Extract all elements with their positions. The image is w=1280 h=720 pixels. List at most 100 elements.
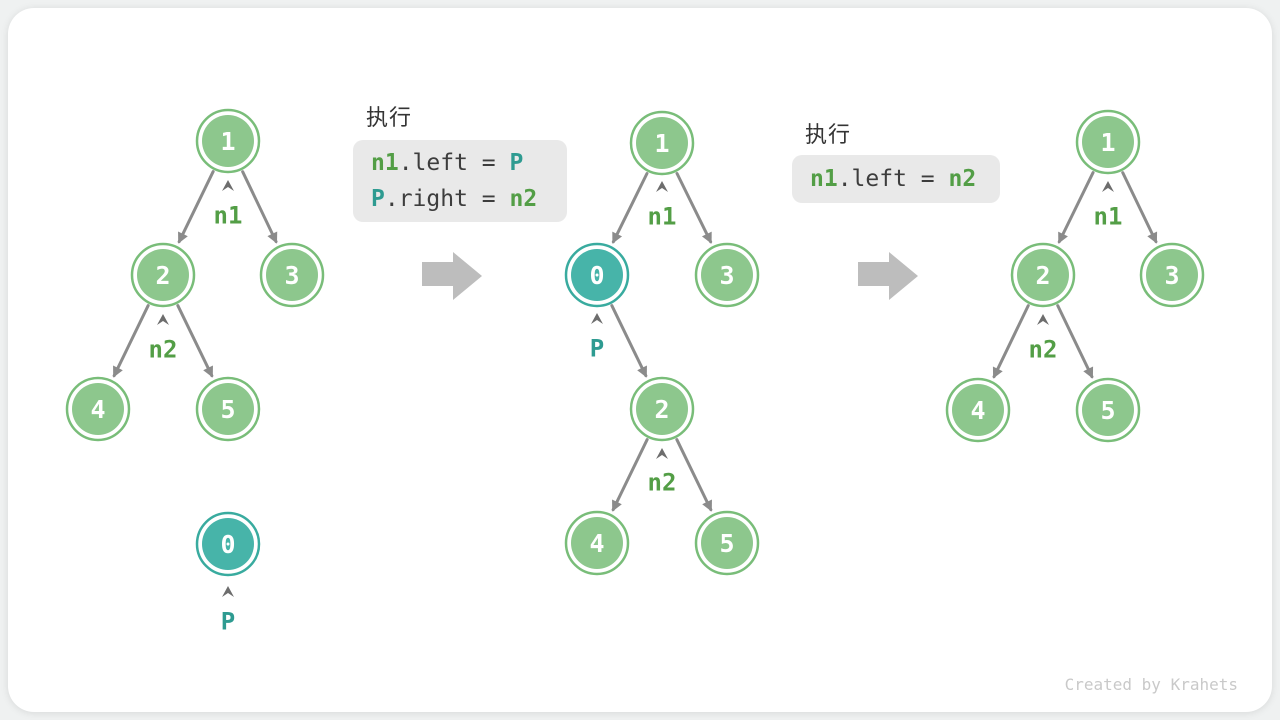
tree-edge-arrow [1056,304,1094,379]
node-value: 2 [654,395,669,424]
code-block-step1-title: 执行 [366,106,413,131]
tree-node: 0 [195,511,261,577]
code-token: n2 [948,166,977,192]
node-circle [266,249,318,301]
tree-node: 3 [259,242,325,308]
code-token: n2 [509,186,538,212]
node-circle [701,517,753,569]
tree-node: 4 [564,510,630,576]
pointer-caret-up-icon [1102,181,1114,192]
pointer-caret-up-icon [157,314,169,325]
node-circle [1082,116,1134,168]
tree-edge-arrow [1121,171,1158,244]
node-value: 4 [90,395,105,424]
pointer-label: n2 [648,468,677,496]
node-value: 4 [970,396,985,425]
tree-edge-arrow [611,438,649,512]
node-circle [1082,384,1134,436]
node-value: 1 [654,129,669,158]
node-value: 3 [719,261,734,290]
code-block-step2-title: 执行 [805,123,852,148]
code-line: n1.left = n2 [810,161,1000,197]
node-circle [571,517,623,569]
code-line: n1.left = P [371,145,567,181]
tree-node: 5 [694,510,760,576]
node-circle [137,249,189,301]
tree-node: 2 [1010,242,1076,308]
tree-node: 1 [195,108,261,174]
tree-edge-arrow [1057,171,1095,244]
code-token: .right = [384,186,510,212]
tree-node: 3 [694,242,760,308]
tree-final: 1 2 3 4 5 n1 n2 [945,109,1205,443]
node-value: 0 [220,530,235,559]
node-circle [202,383,254,435]
tree-node: 1 [1075,109,1141,175]
node-value: 2 [155,261,170,290]
pointer-caret-up-icon [656,448,668,459]
tree-node: 1 [629,110,695,176]
pointer-label: P [221,607,235,635]
code-token: n1 [810,166,838,192]
code-block-step2: n1.left = n2 [792,155,1000,203]
node-value: 5 [220,395,235,424]
pointer-label: n2 [149,335,178,363]
tree-edge-arrow [176,304,214,378]
node-circle [202,115,254,167]
pointer-label: n1 [648,202,677,230]
node-value: 2 [1035,261,1050,290]
code-token: P [371,186,385,212]
node-circle [636,383,688,435]
step-arrow-2-right-arrow-icon [858,252,918,300]
tree-edge-arrow [675,172,713,244]
pointer-caret-up-icon [656,181,668,192]
node-circle [952,384,1004,436]
credit-text: Created by Krahets [1064,675,1238,694]
code-token: P [509,150,524,176]
node-value: 3 [284,261,299,290]
pointer-label: n1 [214,201,243,229]
code-line: P.right = n2 [371,181,567,217]
pointer-label: n2 [1029,335,1058,363]
node-circle [636,117,688,169]
tree-edge-arrow [675,438,713,512]
node-value: 3 [1164,261,1179,290]
tree-edge-arrow [241,170,278,244]
tree-node: 2 [130,242,196,308]
pointer-caret-up-icon [1037,314,1049,325]
tree-node: 4 [65,376,131,442]
pointer-label: P [590,334,604,362]
code-token: .left = [837,166,949,192]
pointer-caret-up-icon [222,586,234,597]
pointer-label: n1 [1094,202,1123,230]
tree-node: 5 [1075,377,1141,443]
pointer-caret-up-icon [591,313,603,324]
node-value: 1 [1100,128,1115,157]
node-circle [701,249,753,301]
tree-edge-arrow [112,304,150,378]
step-arrow-1-right-arrow-icon [422,252,482,300]
tree-node: 4 [945,377,1011,443]
tree-node: 2 [629,376,695,442]
tree-edge-arrow [177,170,215,244]
node-circle [571,249,623,301]
node-circle [72,383,124,435]
node-value: 0 [589,261,604,290]
node-circle [202,518,254,570]
tree-node: 5 [195,376,261,442]
tree-edge-arrow [611,172,649,244]
node-value: 5 [719,529,734,558]
code-token: .left = [398,150,510,176]
tree-initial: 1 2 3 4 5 0 n1 n2P [65,108,325,635]
pointer-caret-up-icon [222,180,234,191]
tree-node: 3 [1139,242,1205,308]
node-circle [1146,249,1198,301]
node-value: 5 [1100,396,1115,425]
tree-node: 0 [564,242,630,308]
code-token: n1 [371,150,399,176]
tree-edge-arrow [992,304,1030,379]
